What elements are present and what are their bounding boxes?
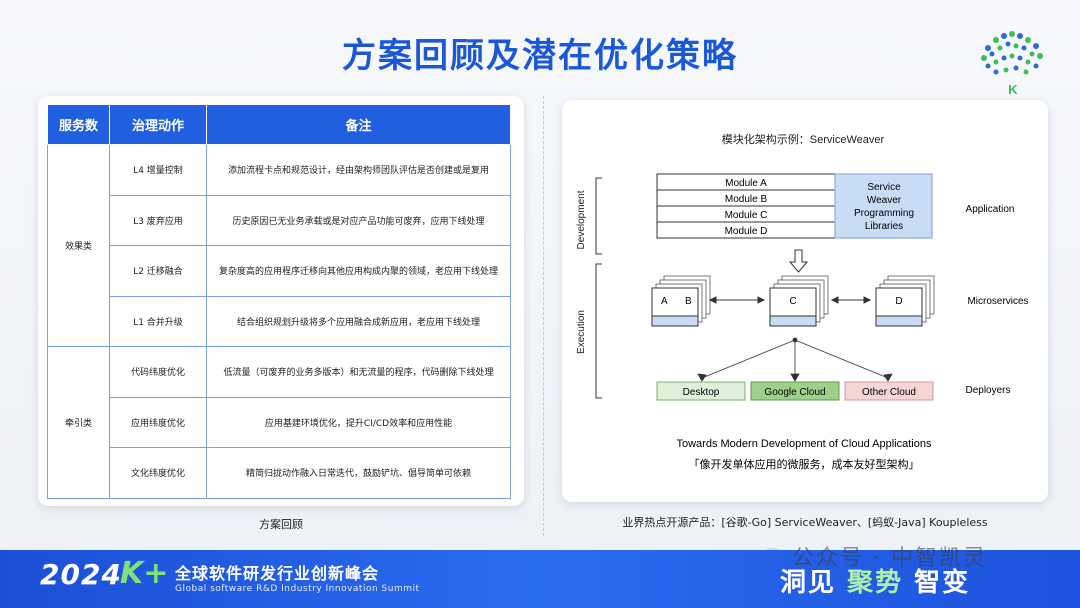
action-cell: L1 合并升级 xyxy=(109,295,207,347)
module-b: Module B xyxy=(725,194,768,205)
note-cell: 结合组织规划升级将多个应用融合成新应用，老应用下线处理 xyxy=(206,295,511,347)
libraries-line-4: Libraries xyxy=(865,221,903,232)
watermark-text: 公众号 · 中智凯灵 xyxy=(792,546,987,571)
action-cell: L4 增量控制 xyxy=(109,144,207,196)
service-c: C xyxy=(789,296,796,307)
deployer-google-cloud-label: Google Cloud xyxy=(764,387,825,398)
brain-logo-icon: K xyxy=(981,31,1043,97)
slogan-part-3: 智变 xyxy=(914,568,971,598)
action-cell: 代码纬度优化 xyxy=(109,346,207,398)
slogan-part-2: 聚势 xyxy=(847,568,904,598)
libraries-line-1: Service xyxy=(867,182,901,193)
action-cell: 文化纬度优化 xyxy=(109,447,207,499)
table-row: 应用纬度优化 应用基建环境优化，提升CI/CD效率和应用性能 xyxy=(48,396,511,448)
deploy-connectors xyxy=(697,337,893,382)
note-cell: 历史原因已无业务承载或是对应产品功能可废弃，应用下线处理 xyxy=(206,194,511,246)
module-d: Module D xyxy=(725,226,768,237)
service-group-c: C xyxy=(769,275,829,327)
development-label: Development xyxy=(576,190,587,249)
header-action: 治理动作 xyxy=(109,104,207,145)
module-stack: Module A Module B Module C Module D xyxy=(656,173,836,239)
service-a: A xyxy=(661,296,668,307)
module-a: Module A xyxy=(725,178,767,189)
note-cell: 添加流程卡点和规范设计，经由架构师团队评估是否创建或是复用 xyxy=(206,144,511,196)
service-group-d: D xyxy=(875,275,935,327)
note-cell: 应用基建环境优化，提升CI/CD效率和应用性能 xyxy=(206,396,511,448)
page-title: 方案回顾及潜在优化策略 xyxy=(342,36,738,76)
note-cell: 精简归拢动作融入日常迭代，鼓励铲坑、倡导简单可依赖 xyxy=(206,447,511,499)
application-label: Application xyxy=(966,204,1015,215)
table-row: 效果类 L4 增量控制 添加流程卡点和规范设计，经由架构师团队评估是否创建或是复… xyxy=(47,144,511,347)
deployer-google-cloud xyxy=(750,381,840,401)
libraries-box xyxy=(834,173,933,239)
diagram-title: 模块化架构示例：ServiceWeaver xyxy=(722,132,885,146)
slogan-part-1: 洞见 xyxy=(780,568,837,598)
footer-year: 2024 xyxy=(40,558,122,591)
note-cell: 低流量（可废弃的业务多版本）和无流量的程序，代码删除下线处理 xyxy=(206,346,511,398)
serviceweaver-diagram: 模块化架构示例：ServiceWeaver Development Execut… xyxy=(576,132,1029,471)
section-divider xyxy=(543,96,544,536)
group-traction: 牵引类 xyxy=(47,346,110,499)
libraries-line-2: Weaver xyxy=(867,195,902,206)
libraries-line-3: Programming xyxy=(854,208,914,219)
execution-label: Execution xyxy=(576,310,587,354)
footer-banner: 2024 K+ 全球软件研发行业创新峰会 Global software R&D… xyxy=(0,550,1080,608)
header-note: 备注 xyxy=(206,104,511,145)
table-header-row: 服务数 治理动作 备注 xyxy=(47,104,511,145)
paper-title: Towards Modern Development of Cloud Appl… xyxy=(677,438,932,450)
footer-brand: K+ xyxy=(120,556,169,591)
review-caption: 方案回顾 xyxy=(259,518,303,531)
footer-summit-english: Global software R&D Industry Innovation … xyxy=(175,584,420,594)
action-cell: L3 废弃应用 xyxy=(109,194,207,246)
deployers-label: Deployers xyxy=(965,385,1010,396)
service-d: D xyxy=(895,296,902,307)
down-arrow-icon xyxy=(788,249,809,273)
microservices-label: Microservices xyxy=(967,296,1028,307)
group-effect: 效果类 xyxy=(47,144,110,347)
governance-table: 服务数 治理动作 备注 效果类 L4 增量控制 添加流程卡点和规范设计，经由架构… xyxy=(47,104,511,499)
service-connectors xyxy=(708,296,872,304)
table-row: L3 废弃应用 历史原因已无业务承载或是对应产品功能可废弃，应用下线处理 xyxy=(48,194,511,246)
deployer-other-cloud-label: Other Cloud xyxy=(862,387,916,398)
footer-summit-name: 全球软件研发行业创新峰会 xyxy=(175,564,380,583)
deployer-desktop-label: Desktop xyxy=(683,387,720,398)
service-group-ab: A B xyxy=(651,275,711,327)
action-cell: 应用纬度优化 xyxy=(109,396,207,448)
note-cell: 复杂度高的应用程序迁移向其他应用构成内聚的领域，老应用下线处理 xyxy=(206,245,511,297)
opensource-caption: 业界热点开源产品：[谷歌-Go] ServiceWeaver、[蚂蚁-Java]… xyxy=(622,516,988,529)
table-row: 牵引类 代码纬度优化 低流量（可废弃的业务多版本）和无流量的程序，代码删除下线处… xyxy=(47,346,511,499)
deployer-other-cloud xyxy=(844,381,934,401)
table-row: 文化纬度优化 精简归拢动作融入日常迭代，鼓励铲坑、倡导简单可依赖 xyxy=(48,447,511,499)
footer-slogan: 洞见 聚势 智变 xyxy=(780,562,970,599)
table-row: L1 合并升级 结合组织规划升级将多个应用融合成新应用，老应用下线处理 xyxy=(48,295,511,347)
module-c: Module C xyxy=(725,210,768,221)
service-b: B xyxy=(685,296,692,307)
action-cell: L2 迁移融合 xyxy=(109,245,207,297)
table-row: L2 迁移融合 复杂度高的应用程序迁移向其他应用构成内聚的领域，老应用下线处理 xyxy=(48,245,511,297)
deployer-desktop xyxy=(656,381,746,401)
paper-subtitle: 「像开发单体应用的微服务，成本友好型架构」 xyxy=(689,457,920,471)
logo-letter: K xyxy=(1008,82,1018,97)
header-service-count: 服务数 xyxy=(47,104,110,145)
